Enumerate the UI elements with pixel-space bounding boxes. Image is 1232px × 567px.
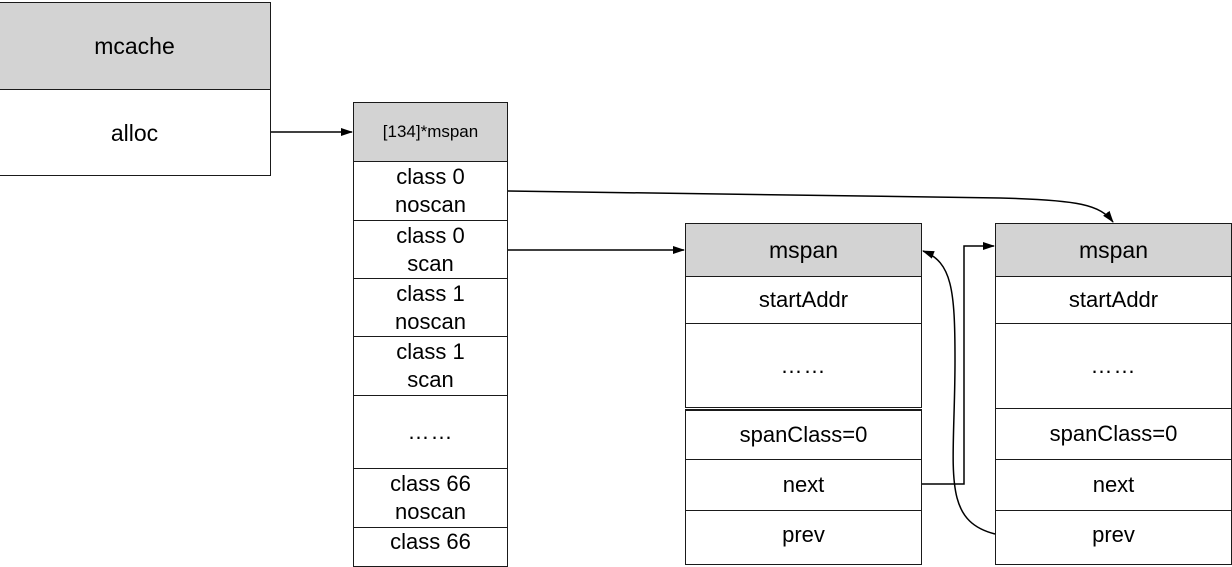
mspan-a-prev: prev: [685, 510, 922, 565]
entry-line-2: scan: [407, 367, 454, 392]
mspan-a-spanclass: spanClass=0: [685, 409, 922, 460]
array-entry-ellipsis: ……: [353, 395, 508, 469]
mspan-a-startaddr: startAddr: [685, 276, 922, 324]
array-entry-class66-scan: class 66: [353, 527, 508, 567]
entry-line-1: class 0: [396, 164, 465, 189]
array-entry-class1-scan: class 1 scan: [353, 336, 508, 396]
mspan-b-header: mspan: [995, 223, 1232, 277]
arrow-class0-noscan-to-mspan-b: [507, 190, 1114, 223]
entry-line-2: scan: [407, 250, 454, 276]
mspan-b-prev: prev: [995, 510, 1232, 565]
arrow-prev-b-to-mspan-a: [922, 250, 996, 535]
entry-line-1: class 1: [396, 280, 465, 306]
mcache-alloc-field: alloc: [0, 89, 271, 176]
entry-line-2: noscan: [395, 192, 466, 217]
mspan-b-next: next: [995, 459, 1232, 511]
array-entry-class1-noscan: class 1 noscan: [353, 278, 508, 337]
mspan-b-spanclass: spanClass=0: [995, 408, 1232, 460]
array-entry-class0-scan: class 0 scan: [353, 220, 508, 279]
entry-line-2: noscan: [395, 308, 466, 334]
mspan-a-next: next: [685, 459, 922, 511]
entry-line-1: class 0: [396, 222, 465, 248]
array-header: [134]*mspan: [353, 102, 508, 162]
mspan-b-startaddr: startAddr: [995, 276, 1232, 324]
array-entry-class66-noscan: class 66 noscan: [353, 468, 508, 528]
array-entry-class0-noscan: class 0 noscan: [353, 161, 508, 221]
entry-line-1: class 66: [390, 529, 471, 554]
entry-line-2: noscan: [395, 499, 466, 524]
entry-line-1: class 1: [396, 339, 465, 364]
mspan-a-ellipsis: ……: [685, 323, 922, 408]
arrow-next-a-to-mspan-b: [922, 242, 995, 485]
mspan-b-ellipsis: ……: [995, 323, 1232, 409]
mspan-a-header: mspan: [685, 223, 922, 277]
mcache-header: mcache: [0, 2, 271, 90]
entry-line-1: class 66: [390, 471, 471, 496]
